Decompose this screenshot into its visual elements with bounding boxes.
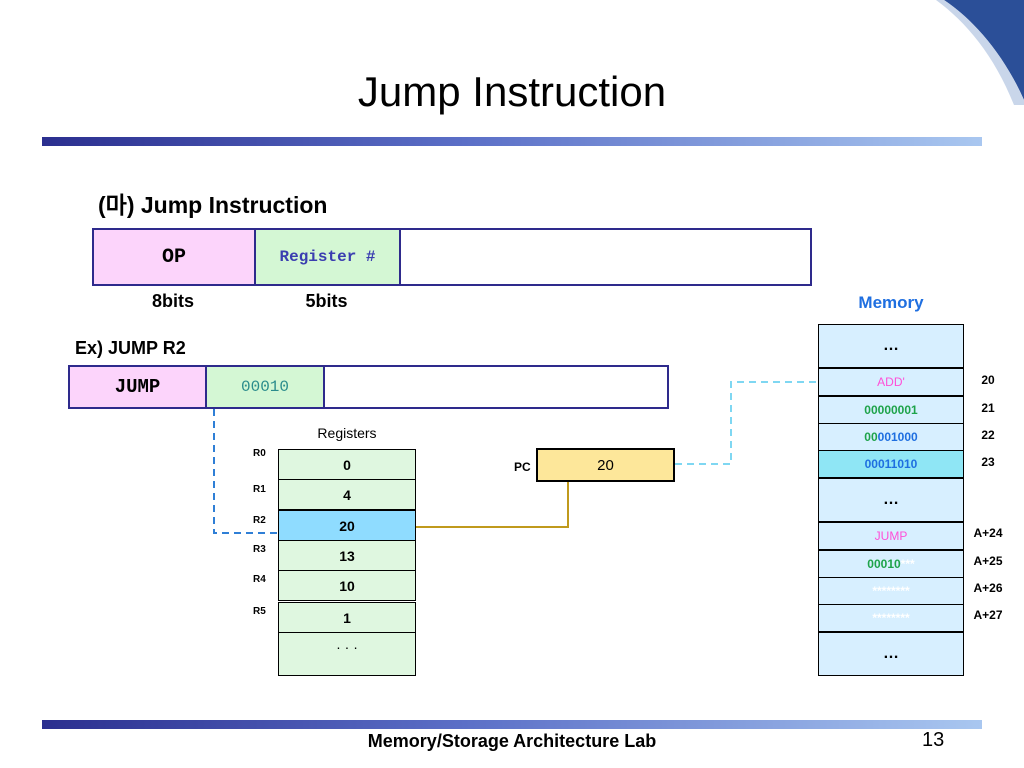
page-number: 13: [922, 729, 945, 751]
op-field: OP: [94, 230, 256, 284]
pc-label: PC: [514, 460, 531, 474]
memory-address-aplus25: A+25: [973, 554, 1003, 568]
register-to-pc-arrow: [392, 474, 569, 528]
register-cell-r0: 0: [278, 449, 416, 480]
operand-to-register-dashed-line: [213, 409, 278, 534]
memory-ellipsis-top: …: [818, 324, 964, 368]
slide-title: Jump Instruction: [357, 68, 667, 115]
register-cell-r2: 20: [278, 510, 416, 541]
register-more-cell: · · ·: [278, 632, 416, 676]
register-name-r2: R2: [253, 515, 266, 526]
memory-cell-20: ADD': [818, 368, 964, 396]
memory-address-21: 21: [981, 401, 995, 415]
example-opcode: JUMP: [70, 367, 207, 407]
memory-address-aplus26: A+26: [973, 581, 1003, 595]
memory-address-20: 20: [981, 373, 995, 387]
register-name-r1: R1: [253, 484, 266, 495]
registers-title: Registers: [317, 425, 377, 441]
memory-cell-aplus27: ********: [818, 604, 964, 632]
register-cell-r4: 10: [278, 570, 416, 601]
memory-ellipsis-middle: …: [818, 478, 964, 522]
pc-to-memory-dashed-line: [675, 381, 818, 465]
pc-register: 20: [536, 448, 675, 482]
register-cell-r3: 13: [278, 540, 416, 571]
corner-swoosh-decoration: [936, 0, 1024, 105]
memory-cell-prefix: 00010: [867, 557, 901, 571]
register-name-r5: R5: [253, 606, 266, 617]
memory-cell-21: 00000001: [818, 396, 964, 424]
register-name-r4: R4: [253, 574, 266, 585]
example-label: Ex) JUMP R2: [75, 338, 186, 358]
memory-title: Memory: [858, 293, 924, 312]
header-divider-band: [42, 137, 982, 146]
reg-bits-label: 5bits: [305, 291, 348, 311]
memory-cell-rest: 001000: [877, 430, 918, 444]
memory-address-aplus27: A+27: [973, 608, 1003, 622]
footer-divider-band: [42, 720, 982, 729]
section-subtitle: (마) Jump Instruction: [98, 192, 328, 218]
memory-cell-prefix: 00: [864, 430, 878, 444]
footer-lab-name: Memory/Storage Architecture Lab: [367, 731, 657, 751]
register-cell-r1: 4: [278, 479, 416, 510]
instruction-format-box: OP Register #: [92, 228, 812, 286]
memory-address-22: 22: [981, 428, 995, 442]
memory-cell-rest: ***: [900, 557, 915, 571]
memory-address-aplus24: A+24: [973, 526, 1003, 540]
register-cell-r5: 1: [278, 602, 416, 633]
example-instruction-box: JUMP 00010: [68, 365, 669, 409]
memory-address-23: 23: [981, 455, 995, 469]
memory-ellipsis-bottom: …: [818, 632, 964, 676]
register-name-r0: R0: [253, 448, 266, 459]
register-name-r3: R3: [253, 544, 266, 555]
example-operand: 00010: [207, 367, 325, 407]
memory-cell-23: 00011010: [818, 450, 964, 478]
memory-cell-aplus26: ********: [818, 577, 964, 605]
register-field: Register #: [256, 230, 401, 284]
memory-cell-aplus24: JUMP: [818, 522, 964, 550]
op-bits-label: 8bits: [151, 291, 194, 311]
memory-cell-aplus25: 00010***: [818, 550, 964, 578]
